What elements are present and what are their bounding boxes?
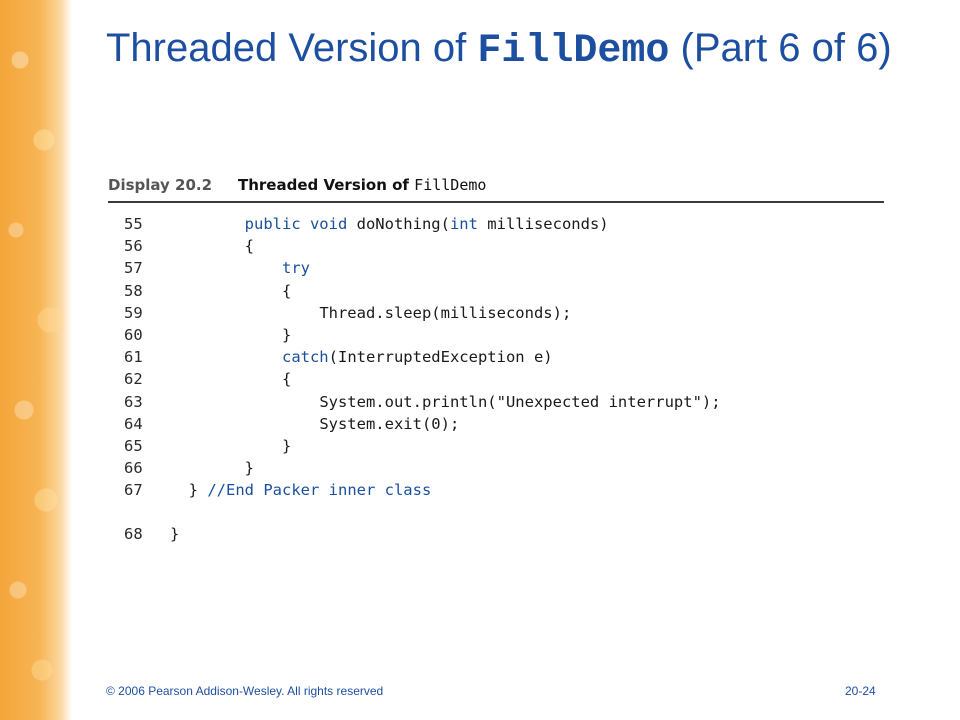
line-number: 62 [124,370,143,389]
display-caption-code: FillDemo [414,176,487,194]
code-listing: 55 public void doNothing(int millisecond… [108,213,884,546]
code-line: 55 public void doNothing(int millisecond… [108,213,884,235]
line-number: 61 [124,348,143,367]
line-number: 63 [124,392,143,411]
code-token: doNothing( [356,215,450,233]
code-token: } [188,481,208,500]
footer-copyright: © 2006 Pearson Addison-Wesley. All right… [106,684,384,698]
line-number: 56 [124,237,143,256]
code-token: milliseconds) [477,215,609,233]
code-line: 66 } [108,457,884,479]
code-line: 62 { [108,368,884,390]
code-token: { [281,370,292,389]
line-number: 65 [124,436,143,455]
code-text: try [170,257,310,279]
code-token: System.out.println("Unexpected interrupt… [319,392,721,411]
code-line: 67 } //End Packer inner class [108,479,884,501]
code-token: Thread.sleep(milliseconds); [319,303,572,322]
code-line: 64 System.exit(0); [108,413,884,435]
code-text: System.exit(0); [170,413,459,435]
line-number: 60 [124,325,143,344]
code-token: } [170,525,180,544]
display-number: Display 20.2 [108,176,213,194]
code-line: 61 catch(InterruptedException e) [108,346,884,368]
code-text: catch(InterruptedException e) [170,346,553,368]
code-text: { [170,235,254,257]
line-number: 64 [124,414,143,433]
code-keyword: try [281,259,310,278]
title-suffix: (Part 6 of 6) [669,26,892,70]
title-prefix: Threaded Version of [106,26,478,70]
code-text: } [170,324,291,346]
line-number: 58 [124,281,143,300]
code-text: } //End Packer inner class [170,479,432,501]
code-keyword: catch [281,348,329,367]
code-line: 65 } [108,435,884,457]
display-caption-prefix: Threaded Version of [238,176,415,194]
code-text: } [170,435,291,457]
code-text: } [170,523,179,545]
code-token: { [281,281,292,300]
line-number: 66 [124,459,143,478]
decorative-side-stripe [0,0,72,720]
line-number: 57 [124,259,143,278]
code-token: } [244,459,254,478]
code-token: (InterruptedException e) [328,348,553,367]
code-line: 63 System.out.println("Unexpected interr… [108,391,884,413]
code-text: Thread.sleep(milliseconds); [170,302,571,324]
code-line: 57 try [108,257,884,279]
code-text: } [170,457,254,479]
line-number: 68 [124,525,143,544]
slide-title: Threaded Version of FillDemo (Part 6 of … [106,18,906,82]
code-comment: //End Packer inner class [207,481,432,500]
display-caption: Threaded Version of FillDemo [238,176,486,194]
code-line: 56 { [108,235,884,257]
code-text: { [170,368,291,390]
code-text: { [170,280,291,302]
title-code: FillDemo [477,29,670,74]
code-keyword: public void [244,215,357,233]
footer-page-number: 20-24 [845,684,876,698]
code-token: } [281,436,292,455]
line-number: 67 [124,481,143,500]
display-header: Display 20.2 Threaded Version of FillDem… [108,175,884,203]
code-line: 60 } [108,324,884,346]
code-keyword: int [449,215,478,233]
code-text: public void doNothing(int milliseconds) [170,213,609,235]
line-number: 55 [124,215,143,233]
code-line: 59 Thread.sleep(milliseconds); [108,302,884,324]
code-token: System.exit(0); [319,414,460,433]
line-number: 59 [124,303,143,322]
code-text: System.out.println("Unexpected interrupt… [170,391,721,413]
code-token: } [281,325,292,344]
code-line: 58 { [108,280,884,302]
code-token: { [244,237,254,256]
code-line: 68} [108,523,884,545]
